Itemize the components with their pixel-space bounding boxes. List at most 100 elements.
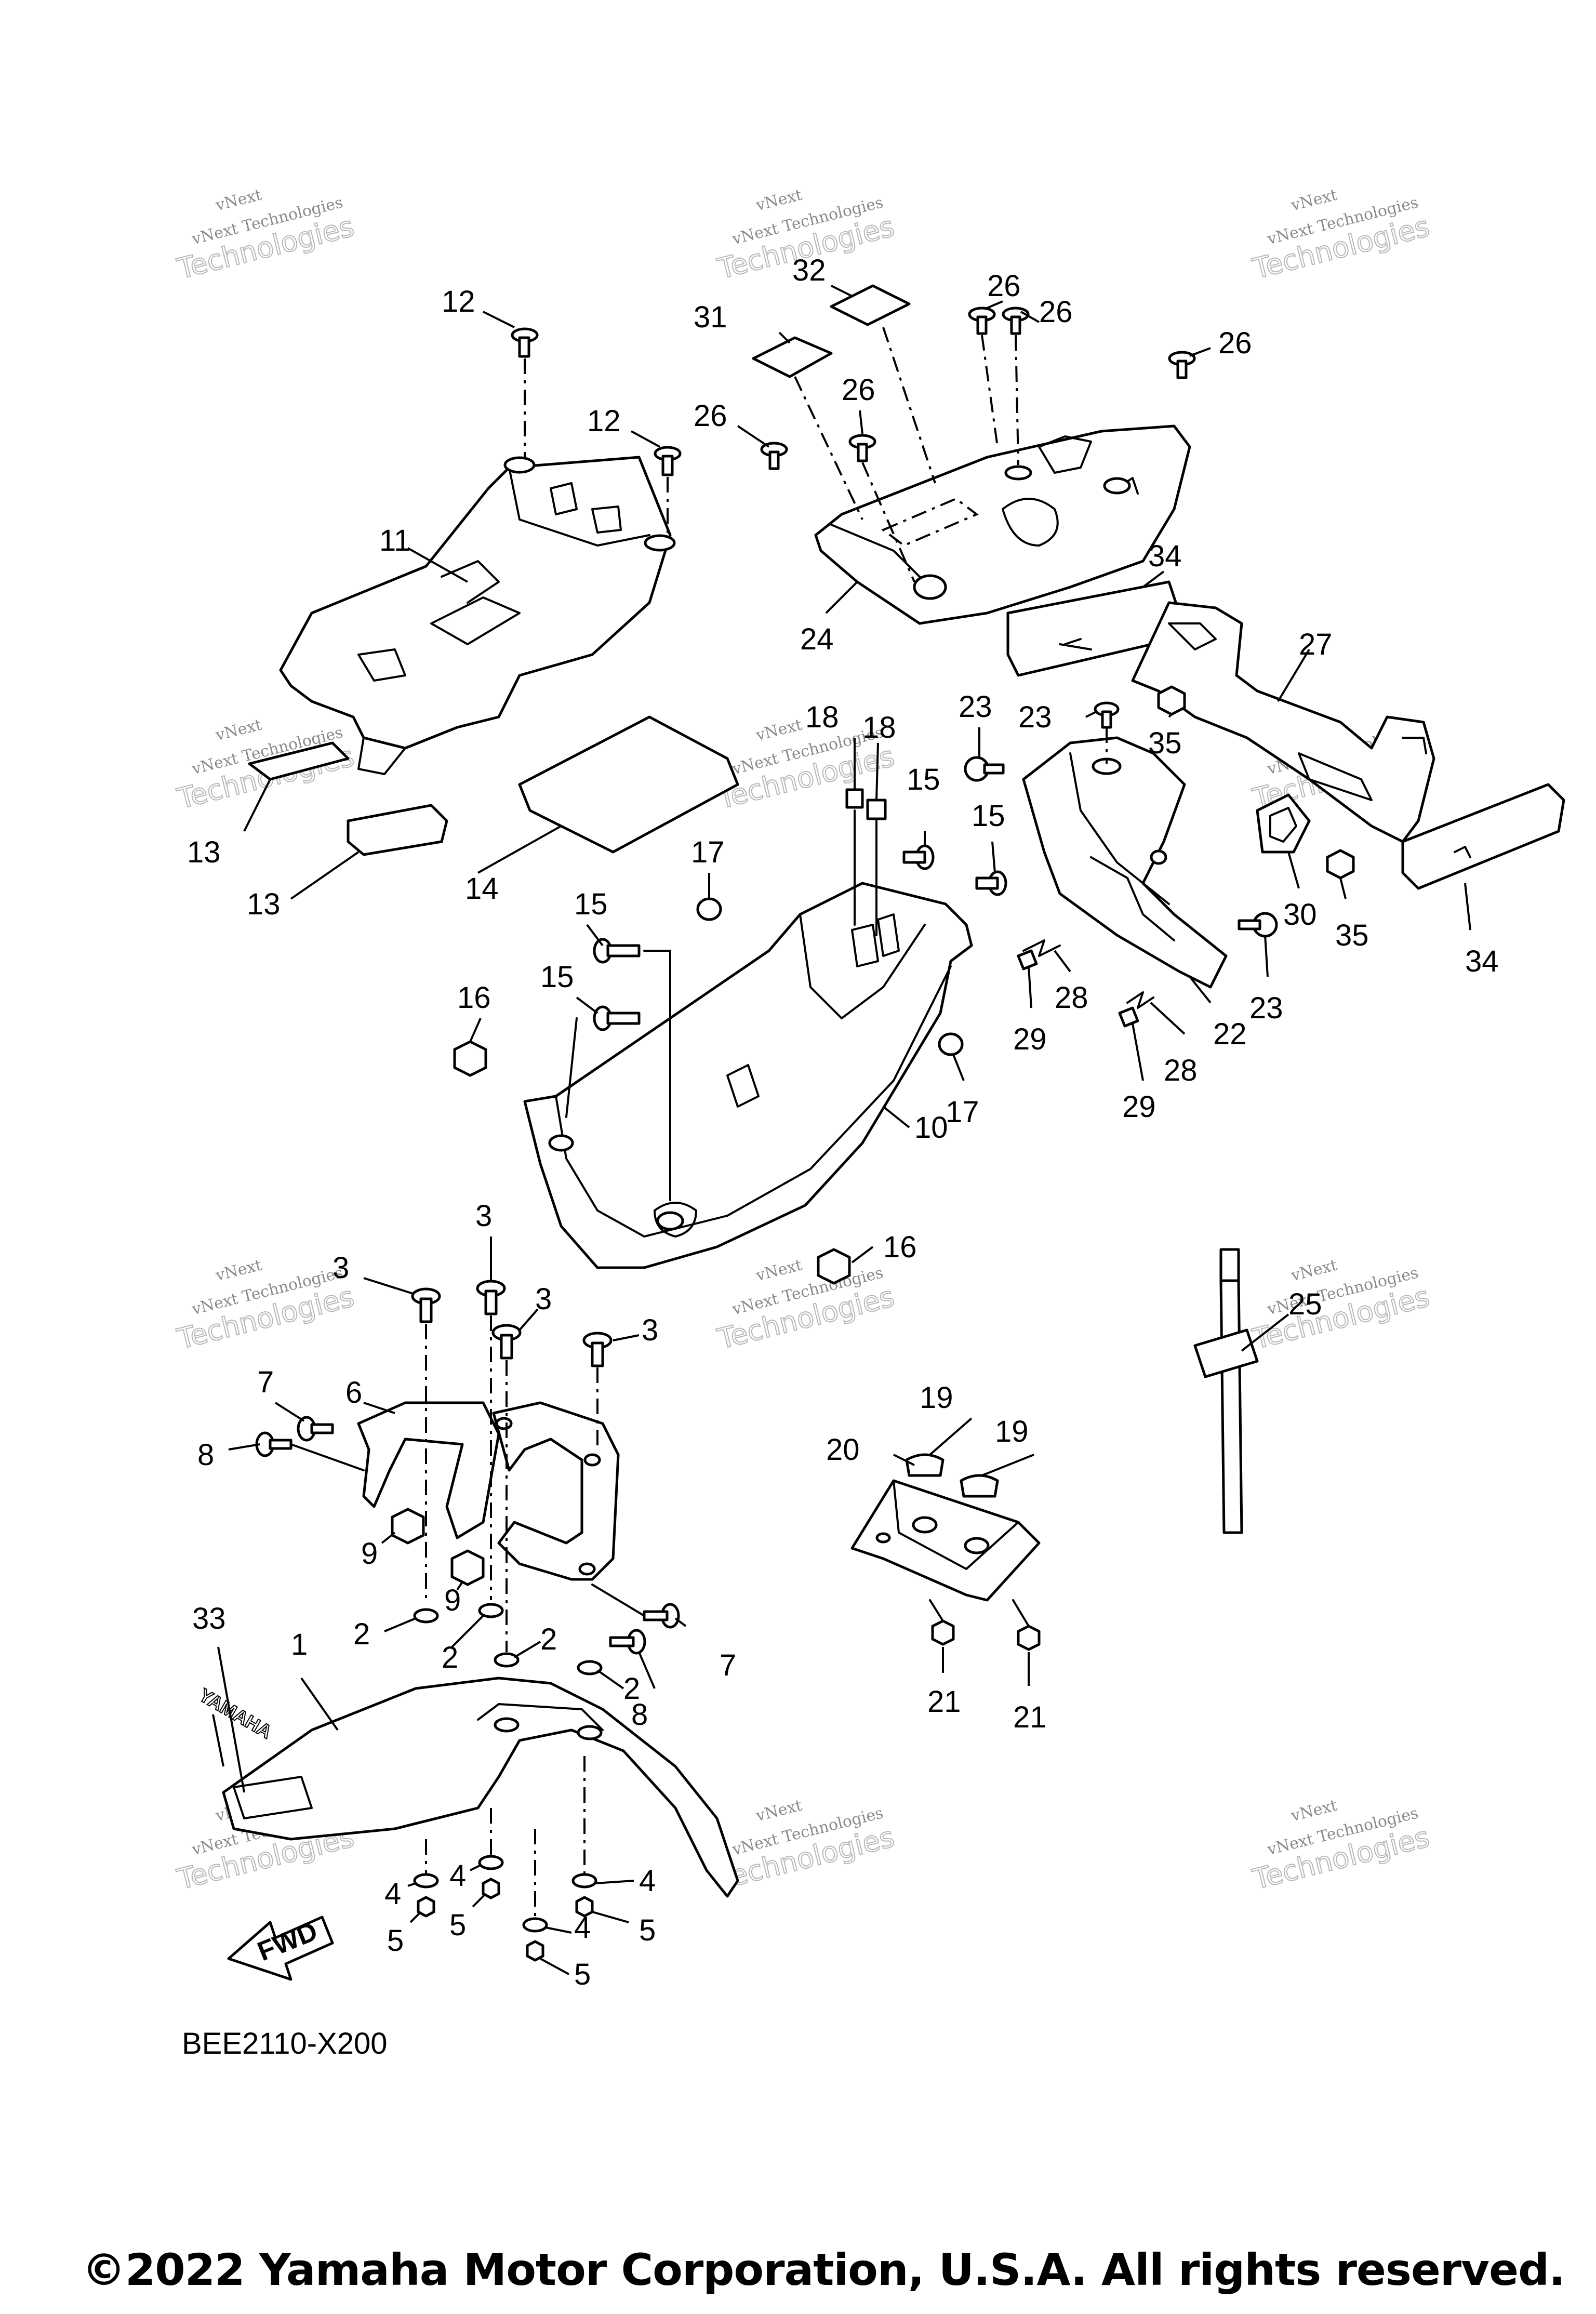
callout-13-b: 13 bbox=[247, 887, 281, 921]
callout-9-a: 9 bbox=[361, 1537, 378, 1571]
watermark: vNext vNext Technologies Technologies bbox=[714, 1256, 898, 1357]
callout-34-b: 34 bbox=[1465, 945, 1499, 978]
bolt-3-c bbox=[491, 1324, 522, 1652]
pad-14 bbox=[518, 715, 739, 854]
callout-2-b: 2 bbox=[442, 1641, 458, 1674]
part-plate-light-bracket bbox=[1131, 601, 1435, 843]
callout-28-b: 28 bbox=[1164, 1054, 1198, 1087]
callout-3-a: 3 bbox=[332, 1251, 349, 1285]
callout-1: 1 bbox=[291, 1628, 308, 1661]
callout-26-b: 26 bbox=[842, 373, 875, 407]
callout-18-a: 18 bbox=[805, 700, 839, 734]
bolt-26-c bbox=[968, 307, 999, 447]
nut-35-a bbox=[1157, 685, 1186, 716]
callout-18-b: 18 bbox=[862, 711, 896, 744]
bolt-8-b bbox=[609, 1629, 646, 1655]
callout-15-a: 15 bbox=[574, 887, 608, 921]
callout-22: 22 bbox=[1213, 1017, 1247, 1051]
bolt-23-c bbox=[1238, 912, 1278, 938]
callout-33: 33 bbox=[192, 1602, 226, 1635]
watermark: vNext vNext Technologies Technologies bbox=[174, 186, 358, 286]
part-license-bracket bbox=[1022, 736, 1228, 989]
bolt-12-b bbox=[654, 446, 682, 535]
callout-24: 24 bbox=[800, 622, 834, 656]
nut-9-a bbox=[391, 1508, 425, 1545]
callout-13-a: 13 bbox=[187, 835, 221, 869]
callout-28-a: 28 bbox=[1055, 981, 1088, 1015]
callout-4-c: 4 bbox=[574, 1911, 591, 1945]
callout-7-a: 7 bbox=[257, 1365, 274, 1399]
callout-26-d: 26 bbox=[1039, 295, 1073, 329]
label-31 bbox=[752, 336, 863, 520]
bolt-15-b bbox=[975, 870, 1007, 896]
bolt-15-c bbox=[593, 938, 671, 1201]
svg-text:vNext: vNext bbox=[1289, 1256, 1339, 1285]
callout-15-d: 15 bbox=[972, 799, 1005, 833]
callout-21-a: 21 bbox=[927, 1685, 961, 1719]
bolt-3-d bbox=[582, 1332, 613, 1449]
callout-6: 6 bbox=[345, 1376, 362, 1409]
fender-logo: YAMAHA bbox=[195, 1684, 275, 1743]
bolt-26-b bbox=[848, 434, 915, 582]
callout-9-b: 9 bbox=[444, 1584, 461, 1617]
bolt-21-a bbox=[929, 1599, 955, 1646]
callout-23-a: 23 bbox=[959, 690, 992, 724]
part-rear-fender-top bbox=[814, 424, 1191, 625]
callout-31: 31 bbox=[694, 300, 727, 334]
reflector-34-b bbox=[1401, 783, 1565, 890]
part-inner-fender-tray bbox=[523, 882, 973, 1269]
spring-28-a bbox=[1022, 939, 1061, 957]
svg-text:vNext: vNext bbox=[214, 716, 264, 745]
callout-23-c: 23 bbox=[1249, 991, 1283, 1025]
callout-4-a: 4 bbox=[384, 1877, 401, 1911]
pad-13-a bbox=[248, 741, 350, 781]
nut-5-c bbox=[526, 1940, 544, 1962]
callout-3-b: 3 bbox=[475, 1199, 492, 1233]
nut-9-b bbox=[450, 1549, 485, 1586]
washer-4-b bbox=[478, 1855, 504, 1870]
callout-leaders bbox=[212, 285, 1471, 1975]
grommet-19-b bbox=[960, 1474, 999, 1498]
svg-text:vNext: vNext bbox=[754, 1256, 804, 1285]
callout-30: 30 bbox=[1283, 898, 1317, 932]
fwd-arrow: FWD bbox=[227, 1916, 334, 1981]
callout-35-b: 35 bbox=[1335, 919, 1369, 952]
callout-25: 25 bbox=[1288, 1287, 1322, 1321]
bolt-15-a bbox=[902, 844, 935, 870]
copyright-notice: ©2022 Yamaha Motor Corporation, U.S.A. A… bbox=[82, 2244, 1565, 2295]
bolt-23-b bbox=[1094, 701, 1120, 764]
bolt-26-a bbox=[760, 442, 788, 470]
callout-27: 27 bbox=[1299, 628, 1333, 661]
callout-15-b: 15 bbox=[540, 960, 574, 994]
callout-10: 10 bbox=[914, 1111, 948, 1145]
callout-26-c: 26 bbox=[987, 269, 1021, 303]
callout-34-a: 34 bbox=[1148, 539, 1182, 573]
callout-20: 20 bbox=[826, 1433, 860, 1467]
pad-13-b bbox=[347, 804, 448, 856]
callout-26-e: 26 bbox=[1218, 326, 1252, 360]
bolt-7-b bbox=[591, 1584, 680, 1629]
bolt-3-b bbox=[476, 1280, 506, 1600]
callout-29-a: 29 bbox=[1013, 1022, 1047, 1056]
callout-15-c: 15 bbox=[907, 763, 940, 796]
clip-29-a bbox=[1017, 949, 1038, 970]
callout-4-d: 4 bbox=[639, 1864, 656, 1898]
bolt-7-a bbox=[297, 1416, 334, 1442]
callout-8-a: 8 bbox=[197, 1438, 214, 1472]
bolt-12-a bbox=[511, 327, 539, 457]
callout-4-b: 4 bbox=[449, 1859, 466, 1893]
svg-text:vNext: vNext bbox=[754, 1797, 804, 1826]
callout-19-b: 19 bbox=[995, 1415, 1029, 1448]
callout-17-a: 17 bbox=[691, 835, 725, 869]
callout-2-d: 2 bbox=[623, 1672, 640, 1706]
svg-text:vNext: vNext bbox=[1289, 1797, 1339, 1826]
washer-4-d bbox=[571, 1873, 597, 1889]
callout-16-b: 16 bbox=[883, 1230, 917, 1264]
callout-11: 11 bbox=[379, 524, 410, 557]
callout-numbers: 12 12 11 13 13 14 15 15 16 16 17 17 18 1… bbox=[187, 254, 1499, 1991]
label-32 bbox=[830, 284, 936, 484]
callout-23-b: 23 bbox=[1018, 700, 1052, 734]
nut-16-b bbox=[817, 1248, 851, 1285]
grommet-17-b bbox=[938, 1032, 964, 1056]
cable-tie-25 bbox=[1193, 1248, 1259, 1534]
